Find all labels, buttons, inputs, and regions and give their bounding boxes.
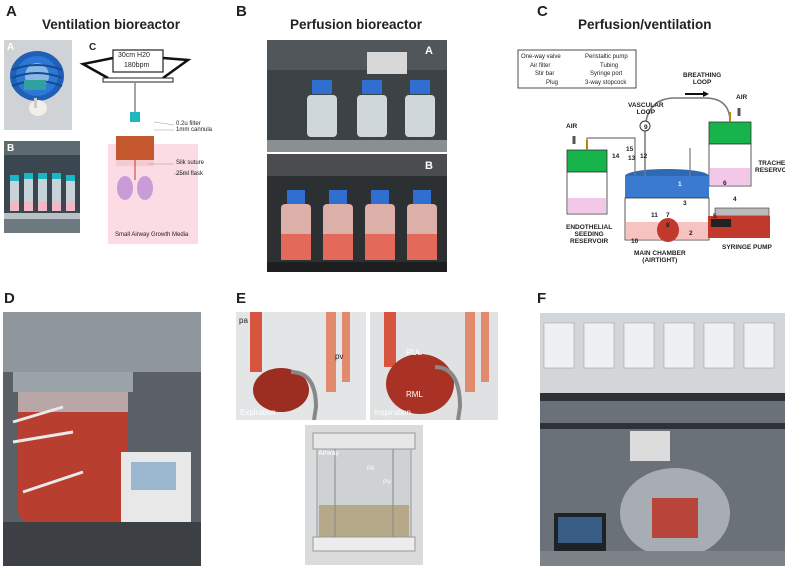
panel-title-ventilation: Ventilation bioreactor (42, 17, 181, 32)
num-2: 2 (689, 230, 693, 237)
label-breathing-loop: BREATHING LOOP (683, 72, 722, 86)
legend-stopcock: 3-way stopcock (585, 80, 627, 86)
label-endothelial-reservoir: ENDOTHELIAL SEEDING RESERVOIR (566, 224, 613, 245)
photo-ventilation-flasks (4, 141, 80, 233)
num-12: 12 (640, 153, 648, 160)
chamber-airway-illustration (305, 425, 423, 565)
label-pv-chamber: PV (383, 480, 392, 486)
label-air-right: AIR (736, 94, 748, 101)
sub-letter-a-b: B (7, 143, 15, 154)
label-air-left: AIR (566, 123, 578, 130)
sub-letter-a-c: C (89, 42, 97, 53)
photo-bioreactor-d (3, 312, 201, 566)
label-pressure: 30cm H20 (118, 52, 150, 59)
num-1-main: 1 (678, 181, 682, 188)
label-rml: RML (406, 390, 423, 399)
flask-row-illustration (4, 141, 80, 233)
sub-letter-b-b: B (425, 160, 433, 172)
legend-plug: Plug (546, 80, 559, 86)
coil-illustration (4, 40, 72, 130)
photo-perfusion-bottom (267, 154, 447, 272)
num-14: 14 (612, 153, 620, 160)
panel-letter-f: F (537, 290, 547, 307)
num-7: 7 (666, 212, 670, 219)
num-15: 15 (626, 146, 634, 153)
num-10: 10 (631, 238, 639, 245)
num-4: 4 (733, 196, 737, 203)
label-vascular-loop: VASCULAR LOOP (628, 102, 664, 116)
photo-perfusion-top (267, 40, 447, 152)
num-9: 9 (644, 124, 648, 131)
panel-title-perfusion-ventilation: Perfusion/ventilation (578, 17, 712, 32)
num-6: 6 (723, 180, 727, 187)
legend-air-filter: Air filter (530, 63, 551, 69)
legend-one-way-valve: One-way valve (521, 54, 561, 60)
perfusion-ventilation-diagram (515, 38, 785, 263)
perfusion-bottles-illustration (267, 40, 447, 152)
label-main-chamber: MAIN CHAMBER (AIRTIGHT) (634, 250, 686, 264)
num-11: 11 (651, 212, 658, 219)
photo-lab-setup-f (540, 313, 785, 566)
legend-tubing: Tubing (600, 63, 619, 69)
label-trachea-reservoir: TRACHEA RESERVOIR (755, 160, 785, 174)
bioreactor-d-illustration (3, 312, 201, 566)
label-pa-chamber: PA (367, 466, 375, 472)
label-rul: RUL (406, 348, 423, 357)
label-expiration: Expiration (240, 408, 276, 417)
label-airway: Airway (318, 450, 340, 457)
panel-letter-c: C (537, 3, 548, 20)
label-syringe-pump: SYRINGE PUMP (722, 244, 772, 251)
panel-letter-d: D (4, 290, 15, 307)
panel-title-perfusion: Perfusion bioreactor (290, 17, 423, 32)
legend-syringe-port: Syringe port (590, 71, 623, 77)
label-cannula: 1mm cannula (176, 127, 213, 133)
lung-inspiration-illustration (370, 312, 498, 420)
label-filter: 0.2u filter (176, 121, 201, 127)
perfusion-ventilation-svg (517, 49, 770, 242)
panel-letter-b: B (236, 3, 247, 20)
perfusion-incubator-illustration (267, 154, 447, 272)
photo-lung-inspiration (370, 312, 498, 420)
photo-ventilation-coil (4, 40, 72, 130)
legend-stir-bar: Stir bar (535, 71, 555, 77)
label-pa: pa (239, 316, 248, 325)
sub-letter-a-a: A (7, 42, 15, 53)
label-rate: 180bpm (124, 62, 150, 69)
num-5: 5 (713, 213, 717, 220)
legend-peristaltic-pump: Peristaltic pump (585, 54, 628, 60)
num-8: 8 (666, 222, 670, 229)
ventilation-diagram (78, 40, 228, 245)
num-13: 13 (628, 155, 636, 162)
label-suture: Silk suture (176, 160, 205, 166)
ventilation-diagram-svg (79, 49, 198, 244)
lung-expiration-illustration (236, 312, 366, 420)
label-inspiration: Inspiration (374, 408, 411, 417)
photo-lung-expiration (236, 312, 366, 420)
num-3: 3 (683, 200, 687, 207)
photo-chamber-airway (305, 425, 423, 565)
lab-setup-illustration (540, 313, 785, 566)
panel-letter-a: A (6, 3, 17, 20)
label-pv: pv (335, 352, 344, 361)
label-media: Small Airway Growth Media (115, 232, 189, 238)
label-flask: 25ml flask (176, 171, 204, 177)
panel-letter-e: E (236, 290, 247, 307)
sub-letter-b-a: A (425, 45, 433, 57)
